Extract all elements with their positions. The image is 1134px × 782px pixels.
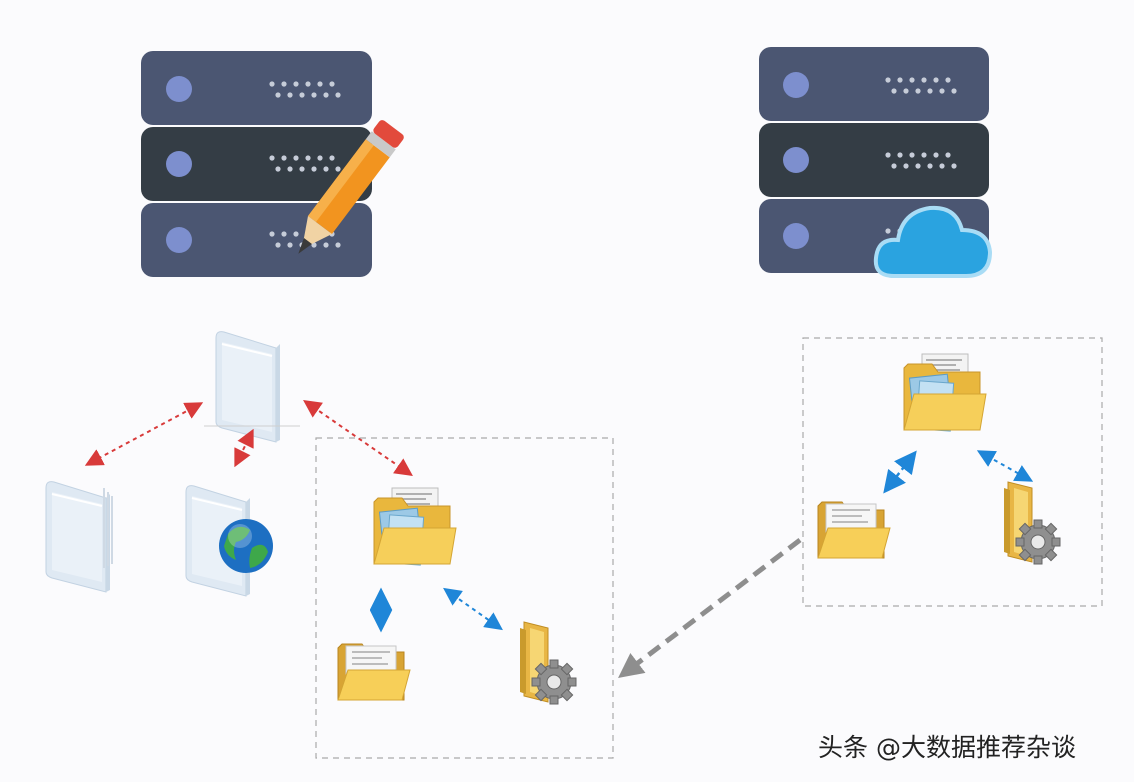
sync-arrow: [618, 538, 802, 679]
folder-gear-icon: [1003, 481, 1061, 565]
left-server-rack: [141, 51, 404, 277]
folder-globe-icon: [185, 484, 273, 597]
folder-gear-icon: [519, 621, 577, 705]
watermark-text: 头条 @大数据推荐杂谈: [818, 733, 1076, 762]
folder-icon: [337, 643, 411, 701]
server-rack-icon: [759, 47, 989, 273]
red-arrows: [84, 399, 413, 477]
right-server-rack: [759, 47, 993, 278]
folder-documents-icon: [372, 486, 458, 567]
local-module-box: [315, 437, 614, 759]
cloud-icon: [873, 205, 993, 278]
folder-icon: [817, 501, 891, 559]
folder-icon: [45, 480, 113, 593]
remote-module-box: [802, 337, 1103, 607]
folder-documents-icon: [902, 352, 988, 433]
server-rack-icon: [141, 51, 372, 277]
root-folder: [215, 330, 281, 443]
pencil-icon: [298, 120, 404, 254]
